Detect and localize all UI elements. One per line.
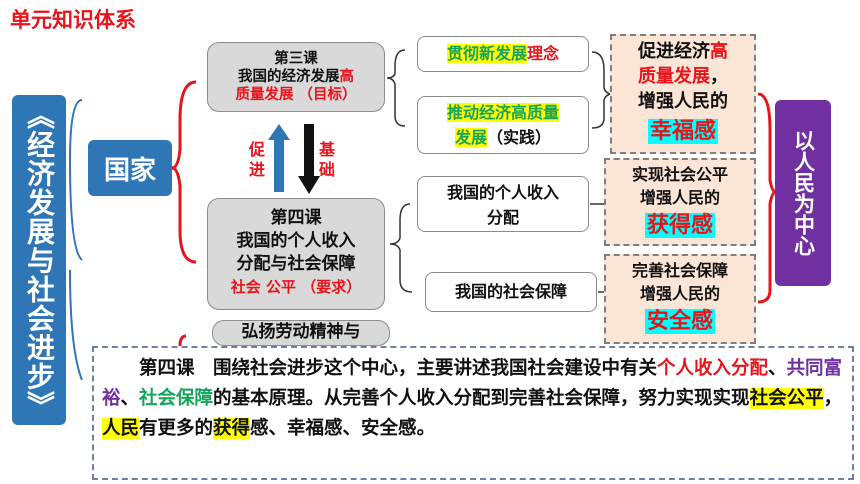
page-title: 单元知识体系 (10, 8, 136, 32)
basis-arrow-icon (298, 176, 320, 194)
lesson5-box: 弘扬劳动精神与 (212, 320, 390, 346)
topic-income-distribution: 我国的个人收入 分配 (417, 176, 589, 232)
basis-label: 基础 (318, 140, 335, 179)
country-bracket-lower (178, 334, 187, 347)
lesson4-bracket (389, 203, 413, 293)
gain-box: 实现社会公平 增强人民的 获得感 (604, 158, 756, 246)
safety-box: 完善社会保障 增强人民的 安全感 (604, 254, 756, 344)
country-bracket (171, 80, 197, 264)
lesson4-box: 第四课 我国的个人收入 分配与社会保障 社会 公平 （要求） (207, 198, 385, 310)
country-box: 国家 (88, 140, 172, 196)
happiness-keyword: 幸福感 (647, 119, 718, 144)
topic-new-development: 贯彻新发展理念 (417, 36, 589, 72)
lesson4-number: 第四课 (270, 208, 322, 228)
book-bracket-lower (69, 269, 83, 381)
book-bracket (68, 99, 83, 261)
promote-label: 促进 (248, 140, 265, 179)
promote-arrow-shaft (274, 138, 284, 192)
people-centered-box: 以人民为中心 (775, 100, 831, 286)
happiness-box: 促进经济高 质量发展， 增强人民的 幸福感 (610, 34, 756, 154)
book-title-box: 《经济发展与社会进步》 (12, 95, 66, 425)
lesson3-number: 第三课 (274, 51, 318, 67)
lesson4-title-2: 分配与社会保障 (236, 254, 356, 274)
gain-keyword: 获得感 (644, 213, 715, 238)
lesson4-title-1: 我国的个人收入 (236, 231, 356, 251)
lesson4-requirement: 社会 公平 （要求） (230, 278, 362, 296)
lesson3-title-1: 我国的经济发展高 (238, 69, 354, 85)
people-bracket (757, 92, 777, 304)
summary-box: 第四课 围绕社会进步这个中心，主要讲述我国社会建设中有关个人收入分配、共同富裕、… (92, 346, 854, 480)
basis-arrow-shaft (304, 124, 314, 178)
topic-social-security: 我国的社会保障 (425, 272, 597, 312)
lesson3-box: 第三课 我国的经济发展高 质量发展 （目标） (207, 42, 385, 112)
topic-high-quality: 推动经济高质量 发展（实践） (417, 96, 589, 154)
lesson3-title-2: 质量发展 （目标） (235, 87, 357, 103)
topics-bracket (591, 51, 613, 129)
lesson3-bracket (386, 49, 406, 127)
promote-arrow-icon (268, 124, 290, 140)
safety-keyword: 安全感 (644, 309, 715, 334)
